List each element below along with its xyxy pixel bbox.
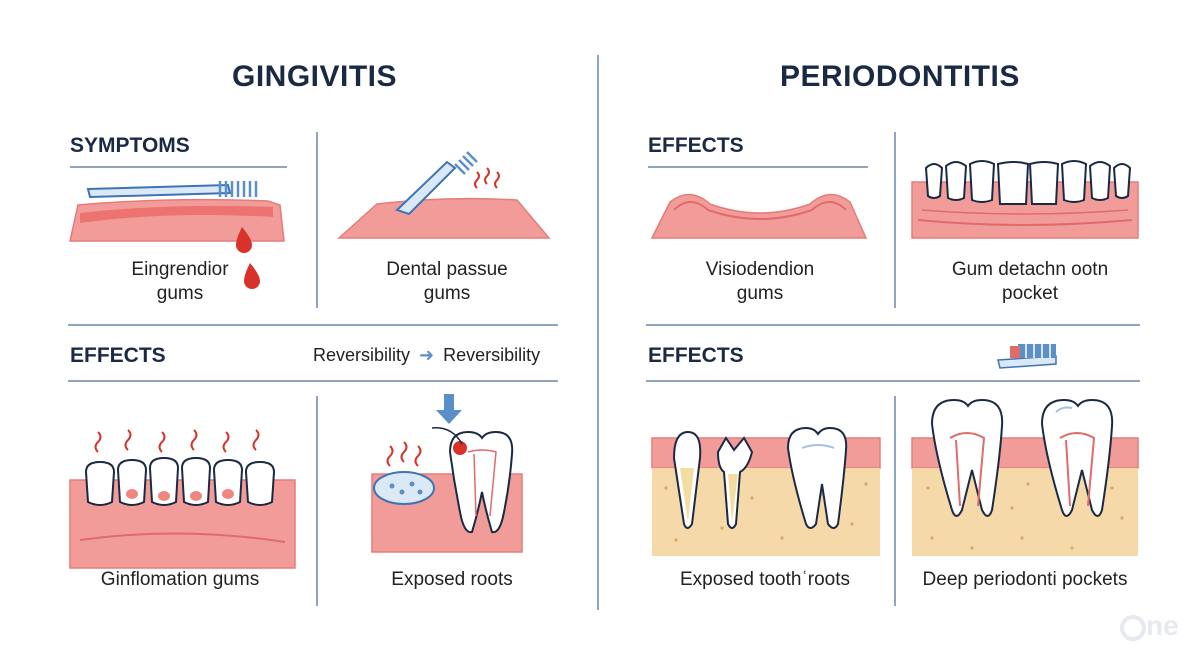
- inflamed-gums-illustration: [69, 429, 296, 569]
- molar-tooth-icon: [786, 426, 848, 529]
- right-top-underline: [648, 166, 868, 168]
- left-mid-rule: [68, 324, 558, 326]
- gum-tissue: [650, 193, 868, 239]
- recession-caption: Visiodendion gums: [680, 258, 840, 306]
- left-top-divider: [316, 132, 318, 308]
- periodontitis-effects-bottom-heading: EFFECTS: [648, 344, 744, 367]
- exposed-tooth-roots-illustration: [651, 426, 881, 556]
- gum-tissue: [337, 197, 551, 239]
- molar-tooth-icon: [930, 398, 1004, 517]
- irritation-wavy-lines-icon: [386, 441, 422, 467]
- deep-pockets-caption: Deep periodonti pockets: [922, 569, 1128, 590]
- arrow-right-icon: ➜: [419, 345, 435, 365]
- periodontitis-effects-top-heading: EFFECTS: [648, 134, 744, 157]
- molar-tooth-icon: [1040, 398, 1114, 517]
- reversibility-right: Reversibility: [443, 345, 541, 365]
- molar-tooth-icon: [448, 430, 514, 534]
- right-bottom-divider: [894, 396, 896, 606]
- gum-inflamed-band: [80, 205, 273, 223]
- inflamed-gums-caption: Ginflomation gums: [100, 569, 260, 590]
- exposed-roots-caption: Exposed roots: [391, 569, 513, 590]
- deep-pockets-illustration: [911, 398, 1139, 556]
- toothbrush-bristles-icon: [218, 181, 258, 197]
- irritation-wavy-lines-icon: [94, 429, 260, 453]
- caption-line: gums: [423, 283, 471, 304]
- symptoms-heading: SYMPTOMS: [70, 134, 190, 157]
- toothbrush-handle-icon: [395, 160, 457, 216]
- irritation-wavy-lines-icon: [474, 167, 500, 189]
- caption-line: gums: [736, 283, 784, 304]
- left-effects-underline: [68, 380, 558, 382]
- caption-line: Gum detachn ootn: [951, 259, 1109, 280]
- gingivitis-effects-heading: EFFECTS: [70, 344, 166, 367]
- tooth-row-icon: [924, 160, 1132, 205]
- tooth-row-icon: [84, 456, 276, 506]
- left-bottom-divider: [316, 396, 318, 606]
- bleeding-gums-illustration: [69, 181, 285, 289]
- gum-detachment-illustration: [911, 160, 1139, 239]
- bleeding-gums-caption: Eingrendior gums: [100, 258, 260, 306]
- plaque-gums-caption: Dental passue gums: [362, 258, 532, 306]
- periodontitis-title: PERIODONTITIS: [780, 60, 1020, 93]
- arrow-down-icon: [436, 394, 462, 424]
- reversibility-left: Reversibility: [313, 345, 411, 365]
- watermark-logo: ne: [1120, 610, 1179, 642]
- gum-recession-illustration: [650, 193, 868, 239]
- reversibility-note: Reversibility ➜ Reversibility: [313, 345, 540, 366]
- inflamed-spots: [126, 489, 234, 501]
- right-mid-rule: [646, 324, 1140, 326]
- caption-line: pocket: [1002, 283, 1058, 304]
- watermark-ring-icon: [1120, 614, 1146, 641]
- gum-tissue: [69, 198, 285, 242]
- exposed-tooth-roots-caption: Exposed toothʿroots: [679, 569, 851, 590]
- right-effects-underline: [646, 380, 1140, 382]
- toothbrush-handle-icon: [86, 183, 232, 199]
- blood-drop-icon: [244, 263, 260, 289]
- right-top-divider: [894, 132, 896, 308]
- watermark-text: ne: [1146, 610, 1179, 641]
- gingivitis-title: GINGIVITIS: [232, 60, 398, 93]
- exposed-roots-illustration: [371, 394, 523, 553]
- caption-line: Dental passue: [386, 259, 508, 280]
- caption-line: gums: [156, 283, 204, 304]
- center-divider: [597, 55, 599, 610]
- detach-caption: Gum detachn ootn pocket: [930, 258, 1130, 306]
- toothbrush-bristles-icon: [454, 151, 478, 175]
- plaque-gums-illustration: [337, 151, 551, 239]
- blood-drop-icon: [236, 227, 252, 253]
- toothbrush-icon: [997, 344, 1057, 369]
- caption-line: Visiodendion: [705, 259, 815, 280]
- plaque-deposit: [373, 471, 435, 505]
- caption-line: Eingrendior: [131, 259, 229, 280]
- symptoms-underline: [70, 166, 287, 168]
